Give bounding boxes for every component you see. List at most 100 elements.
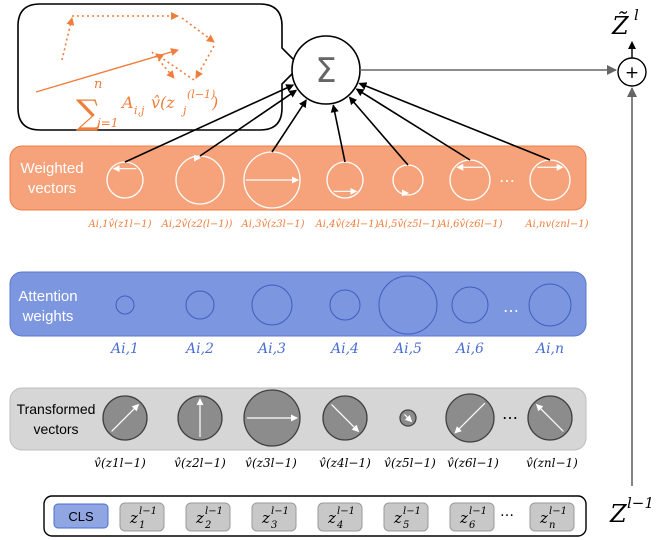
svg-text:z: z [459,509,468,527]
cls-token-label: CLS [68,509,94,524]
attention-title-line1: Attention [18,288,77,305]
sum-arrow-4 [330,104,346,163]
transformed-title-line1: Transformed [17,401,96,417]
attention-weight-5 [378,275,438,335]
svg-text:l−1: l−1 [469,506,487,517]
attention-ellipsis: … [503,297,519,316]
transformed-label-6: v̂(z6l−1) [447,456,499,470]
weighted-title-line1: Weighted [20,160,83,177]
sum-node: Σ [291,35,361,105]
transformed-label-4: v̂(z4l−1) [319,456,371,470]
attention-label-4: Ai,4 [329,341,359,357]
input-label-base: Z [609,500,628,528]
attention-label-2: Ai,2 [184,341,214,357]
output-label-sup: l [634,6,639,24]
svg-text:2: 2 [204,520,211,531]
attention-label-1: Ai,1 [109,341,139,357]
svg-text:6: 6 [469,520,476,531]
input-label-sup: l−1 [627,494,654,512]
svg-text:z: z [195,509,204,527]
weighted-label-5: Ai,5v̂(z5l−1) [377,219,441,230]
svg-text:z: z [539,509,548,527]
inset-formula-lower: j=1 [94,116,118,130]
transformed-vector-6 [445,393,495,443]
transformed-ellipsis: … [502,404,518,423]
output-label-base: Z̃ [611,12,630,40]
plus-node: + [617,57,647,87]
svg-text:l−1: l−1 [205,506,223,517]
sum-arrow-5 [348,96,409,166]
attention-weight-2 [185,290,215,320]
attention-label-7: Ai,n [534,341,564,357]
tokens-ellipsis: … [500,504,514,520]
transformed-vector-4 [322,395,368,441]
sum-arrow-3 [271,99,307,153]
svg-text:1: 1 [139,520,145,531]
inset-formula-sup: (l−1) [187,88,215,101]
attention-weight-7 [528,283,572,327]
sum-arrow-1 [124,84,295,163]
inset-formula-term: A [120,93,134,112]
transformed-label-5: v̂(z5l−1) [384,456,436,470]
svg-text:l−1: l−1 [549,506,567,517]
svg-text:l−1: l−1 [337,506,355,517]
svg-text:l−1: l−1 [139,506,157,517]
weighted-to-sum-arrows [124,82,551,166]
transformed-vectors-band: Transformed vectors … [9,387,587,451]
sum-arrow-6 [355,88,471,161]
weighted-label-3: Ai,3v̂(z3l−1) [241,219,305,230]
weighted-vectors-band: Weighted vectors … [9,145,587,211]
svg-text:5: 5 [403,520,409,531]
transformed-label-7: v̂(znl−1) [526,456,578,470]
inset-callout: ∑ n j=1 A i,j v̂(z j (l−1) ) [17,3,302,133]
attention-label-3: Ai,3 [256,341,286,357]
inset-formula-close: ) [211,93,218,112]
sum-symbol: Σ [315,51,336,91]
svg-text:z: z [129,509,138,527]
weighted-title-line2: vectors [28,180,76,197]
svg-text:3: 3 [271,520,277,531]
transformed-label-1: v̂(z1l−1) [94,456,146,470]
transformed-vector-2 [177,395,223,441]
svg-text:z: z [393,509,402,527]
transformed-vector-3 [243,389,301,447]
weighted-label-2: Ai,2v̂(z2(l−1)) [161,219,233,230]
attention-label-6: Ai,6 [454,341,484,357]
weighted-ellipsis: … [499,167,515,186]
svg-text:l−1: l−1 [271,506,289,517]
weighted-label-7: Ai,nv(znl−1) [524,219,588,230]
weighted-label-1: Ai,1v̂(z1l−1) [88,219,152,230]
sum-arrow-7 [358,82,551,161]
inset-sum-arrow [35,48,179,93]
transformed-labels: v̂(z1l−1) v̂(z2l−1) v̂(z3l−1) v̂(z4l−1) v̂(z… [94,456,578,470]
transformed-vector-5 [399,409,417,427]
attention-weight-1 [115,295,135,315]
transformed-label-3: v̂(z3l−1) [245,456,297,470]
attention-weight-3 [251,284,293,326]
weighted-labels: Ai,1v̂(z1l−1) Ai,2v̂(z2(l−1)) Ai,3v̂(z3l−1… [88,219,589,230]
inset-formula-sum: ∑ [76,93,100,133]
inset-formula-sub: i,j [134,104,145,117]
inset-formula-upper: n [94,77,102,92]
transformed-label-2: v̂(z2l−1) [174,456,226,470]
svg-text:z: z [261,509,270,527]
attention-label-5: Ai,5 [392,341,422,357]
transformed-title-line2: vectors [33,421,78,437]
svg-text:z: z [327,509,336,527]
attention-weight-4 [329,289,361,321]
svg-text:n: n [549,520,555,531]
sum-arrow-2 [199,89,298,157]
svg-text:4: 4 [336,520,343,531]
inset-formula-jsub: j [180,104,187,117]
plus-symbol: + [625,63,639,83]
